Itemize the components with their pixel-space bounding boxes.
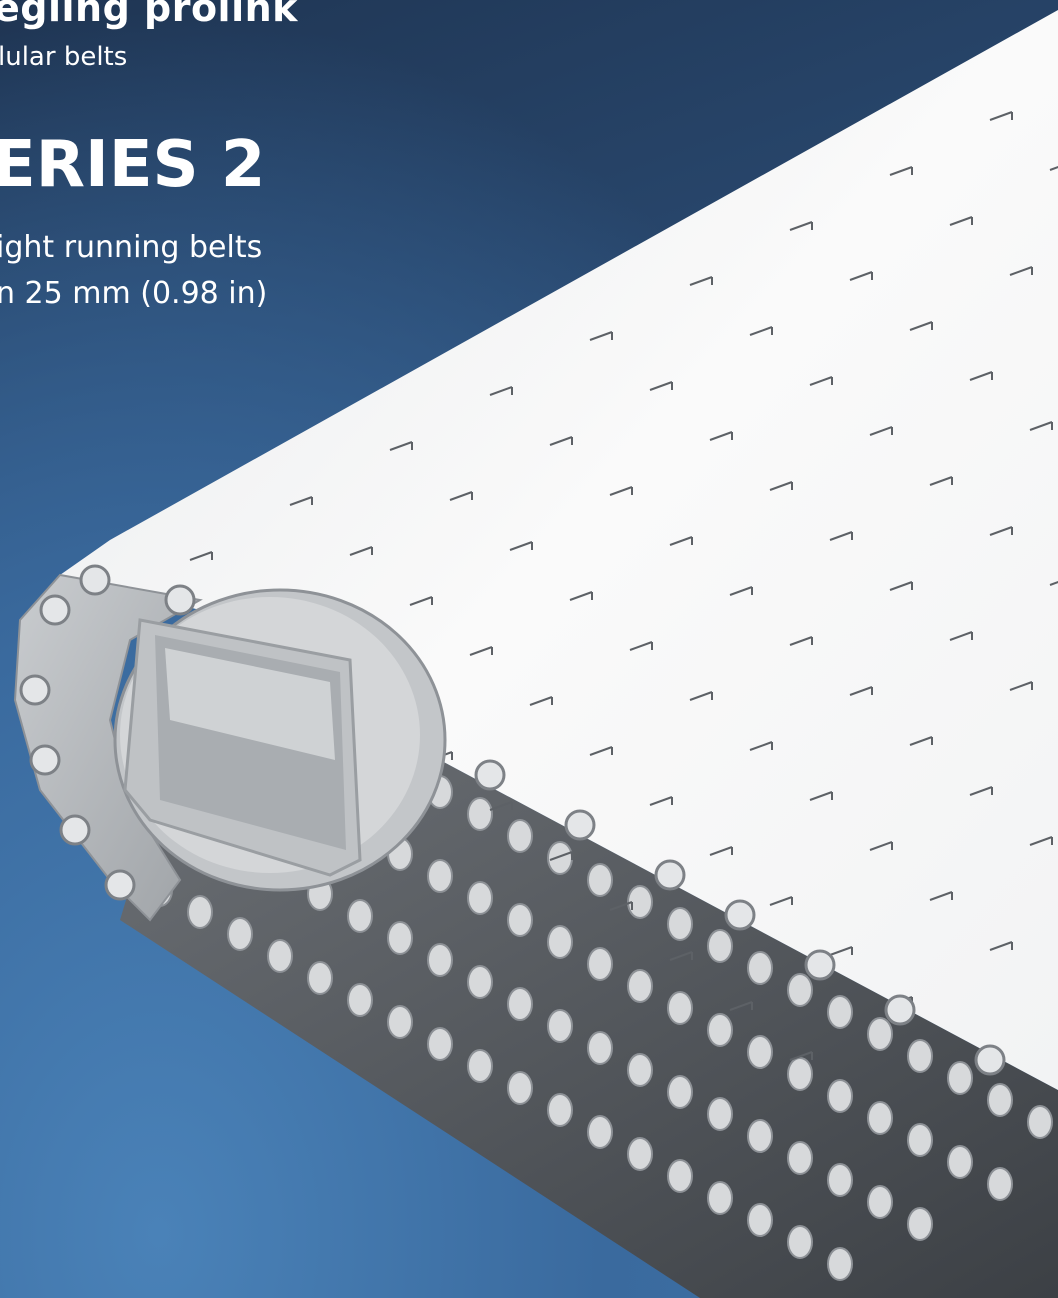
belt-top-surface: [60, 10, 1058, 1090]
series-title: ERIES 2: [0, 128, 266, 202]
belt-underside: [120, 760, 1058, 1298]
tagline-line-1: ight running belts: [0, 230, 263, 265]
brand-subtitle: lular belts: [0, 42, 128, 72]
sprocket: [113, 588, 447, 892]
brand-name: egling prolink: [0, 0, 298, 30]
underside-rollers: [147, 673, 1058, 1281]
belt-slot-marks: [189, 111, 1058, 1061]
tagline-line-2: n 25 mm (0.98 in): [0, 276, 268, 311]
